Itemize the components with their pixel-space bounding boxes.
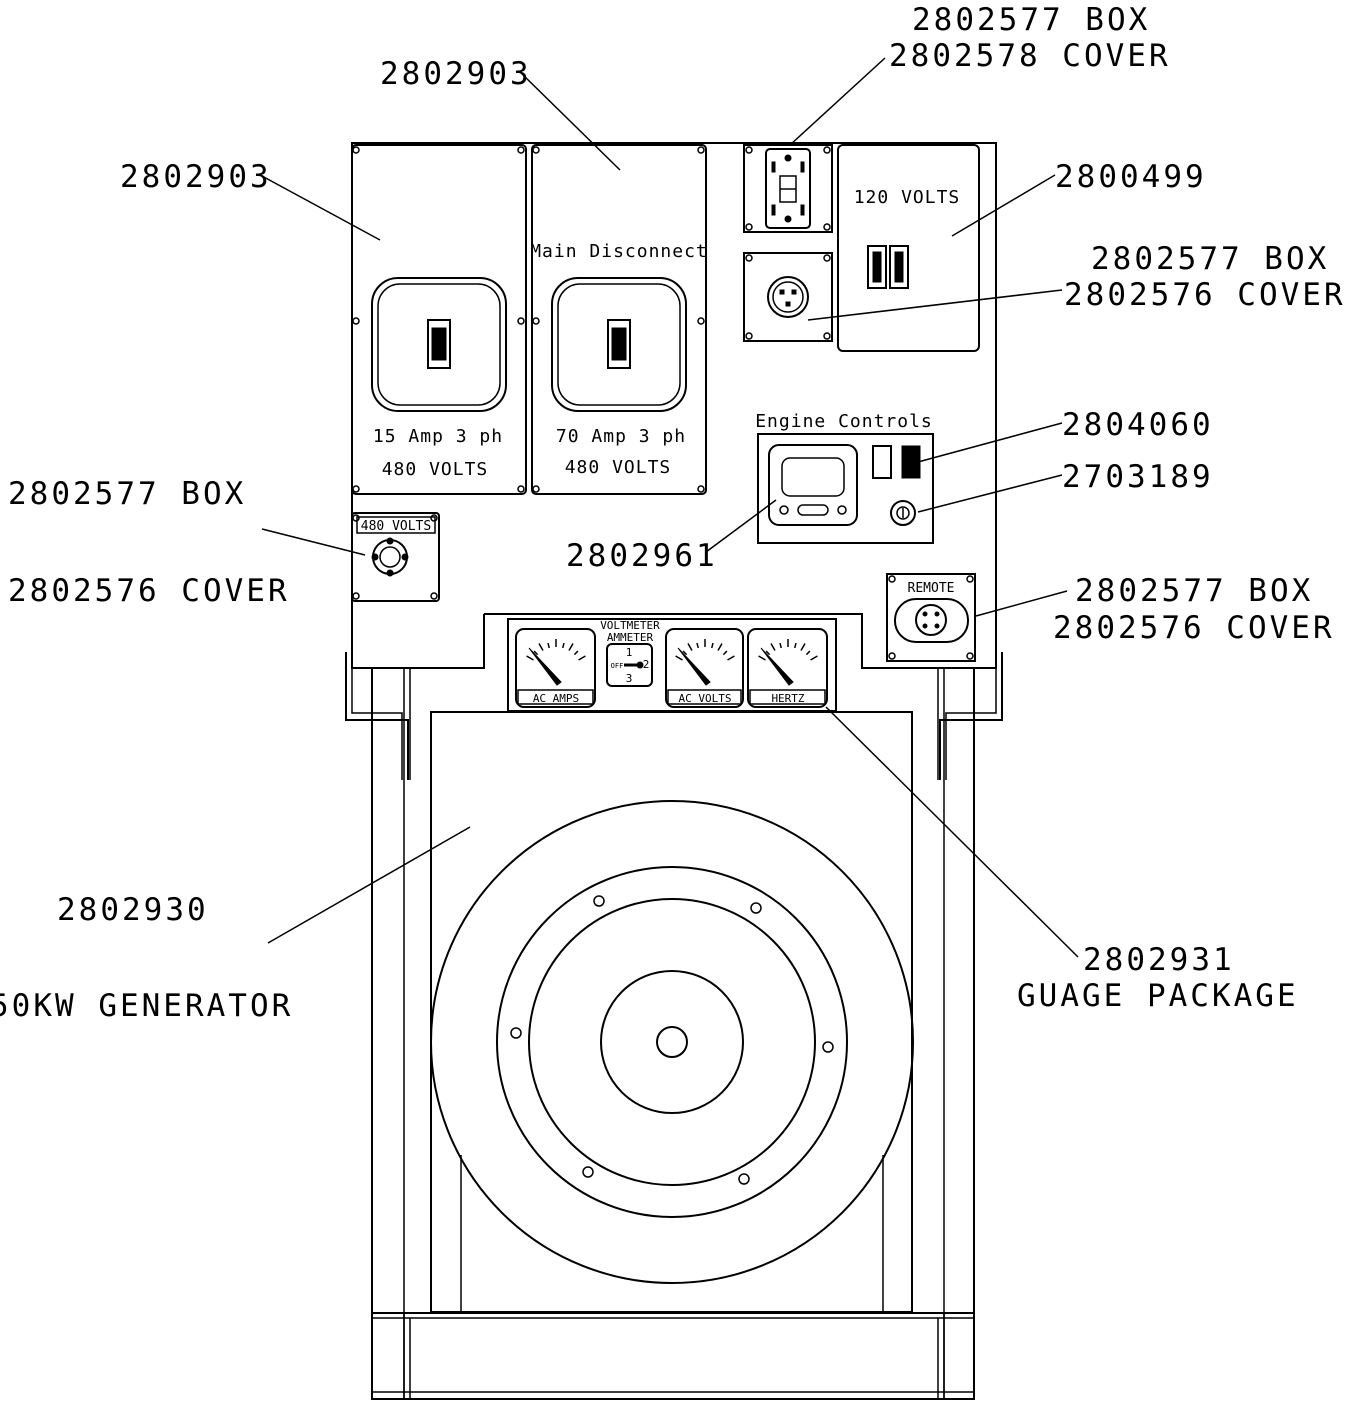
callout-twist-box: 2802577 BOX — [1091, 241, 1329, 277]
gauge-tick — [765, 650, 771, 656]
gauge-tick — [810, 655, 818, 661]
callout-left-box: 2802577 BOX — [8, 476, 246, 512]
engine-controls-panel: Engine Controls — [755, 411, 934, 544]
remote-connector[interactable] — [894, 598, 969, 643]
selector-pos-3: 3 — [626, 672, 633, 685]
gauge-tick — [722, 650, 728, 656]
main-disconnect-toggle[interactable] — [607, 319, 631, 369]
callout-gauge-name: GUAGE PACKAGE — [1017, 978, 1299, 1014]
gauge-tick — [779, 642, 782, 649]
engine-controller-module[interactable] — [768, 444, 858, 526]
main-disconnect-voltage: 480 VOLTS — [565, 457, 672, 478]
callout-gfci-box: 2802577 BOX — [912, 2, 1150, 38]
gauge-tick — [562, 642, 565, 649]
gauge-tick — [696, 642, 699, 649]
gauge-tick — [533, 650, 539, 656]
callout-main-disconnect: 2802903 — [380, 56, 532, 92]
gauge-tick — [687, 643, 693, 651]
gauge-tick — [727, 655, 735, 661]
remote-label: REMOTE — [908, 581, 955, 596]
outlet-120v-panel: 120 VOLTS — [837, 144, 980, 352]
remote-start-box: REMOTE — [886, 573, 976, 662]
callout-gauge-part: 2802931 — [1083, 942, 1235, 978]
main-disconnect-title: Main Disconnect — [530, 241, 708, 262]
control-panel-enclosure — [351, 142, 997, 669]
gauge-tick — [675, 655, 683, 661]
gauge-tick — [573, 650, 579, 656]
gauge-tick — [711, 642, 714, 649]
callout-labels: 2802577 BOX 2802578 COVER 2802903 280290… — [0, 2, 1346, 1024]
receptacle-480v-label: 480 VOLTS — [361, 519, 431, 534]
receptacle-480v-box: 480 VOLTS — [351, 512, 440, 602]
gauge-package: AC AMPS VOLTMETER AMMETER 1 OFF 2 3 AC V… — [507, 618, 837, 712]
callout-engine-controller: 2802961 — [566, 538, 718, 574]
ac-amps-gauge: AC AMPS — [515, 628, 596, 708]
breaker-15a-rating: 15 Amp 3 ph — [373, 426, 503, 447]
volt-amp-selector[interactable]: VOLTMETER AMMETER 1 OFF 2 3 — [600, 619, 660, 687]
leader-lines — [261, 57, 1079, 958]
gauge-tick — [770, 643, 776, 651]
gfci-outlet[interactable] — [765, 148, 811, 229]
outlet-120v-right-slot[interactable] — [889, 245, 909, 289]
gauge-tick — [682, 650, 688, 656]
callout-gfci-cover: 2802578 COVER — [889, 38, 1171, 74]
key-switch[interactable] — [890, 500, 916, 526]
ac-amps-label: AC AMPS — [533, 692, 579, 705]
gauge-tick — [717, 643, 723, 651]
generator-flywheel — [430, 800, 914, 1284]
hertz-gauge: HERTZ — [747, 628, 828, 708]
selector-title-ammeter: AMMETER — [607, 631, 654, 644]
gauge-tick — [547, 642, 550, 649]
ac-volts-label: AC VOLTS — [679, 692, 732, 705]
breaker-15a-panel: 15 Amp 3 ph 480 VOLTS — [351, 144, 527, 495]
selector-title-voltmeter: VOLTMETER — [600, 619, 660, 632]
selector-pos-2: 2 — [643, 658, 650, 671]
gauge-tick — [578, 655, 586, 661]
selector-off: OFF — [611, 662, 624, 670]
main-disconnect-panel: Main Disconnect 70 Amp 3 ph 480 VOLTS — [530, 144, 708, 495]
callout-outlet-120v: 2800499 — [1055, 159, 1207, 195]
gauge-tick — [568, 643, 574, 651]
callout-remote-cover: 2802576 COVER — [1053, 610, 1335, 646]
engine-run-switch[interactable] — [872, 445, 892, 479]
hertz-label: HERTZ — [771, 692, 804, 705]
callout-generator-part: 2802930 — [57, 892, 209, 928]
gauge-tick — [800, 643, 806, 651]
generator-frame — [345, 652, 1003, 1400]
outlet-120v-label: 120 VOLTS — [854, 187, 961, 208]
twist-lock-receptacle-box — [743, 252, 833, 342]
main-disconnect-rating: 70 Amp 3 ph — [556, 426, 686, 447]
callout-generator-name: 50KW GENERATOR — [0, 988, 293, 1024]
engine-controls-label: Engine Controls — [755, 411, 933, 432]
gauge-tick — [758, 655, 766, 661]
gauge-tick — [794, 642, 797, 649]
gauge-tick — [538, 643, 544, 651]
callout-breaker-15a: 2802903 — [120, 159, 272, 195]
ac-volts-gauge: AC VOLTS — [665, 628, 744, 708]
engine-stop-switch[interactable] — [901, 445, 921, 479]
callout-twist-cover: 2802576 COVER — [1064, 277, 1346, 313]
gfci-receptacle-box — [743, 144, 833, 233]
gauge-tick — [526, 655, 534, 661]
breaker-15a-voltage: 480 VOLTS — [382, 459, 489, 480]
callout-engine-switch: 2804060 — [1062, 407, 1214, 443]
selector-pos-1: 1 — [626, 646, 633, 659]
outlet-120v-left-slot[interactable] — [867, 245, 887, 289]
callout-key-switch: 2703189 — [1062, 459, 1214, 495]
breaker-15a-toggle[interactable] — [427, 319, 451, 369]
twist-lock-outlet[interactable] — [767, 276, 809, 318]
gauge-tick — [805, 650, 811, 656]
callout-remote-box: 2802577 BOX — [1075, 573, 1313, 609]
callout-left-cover: 2802576 COVER — [8, 573, 290, 609]
